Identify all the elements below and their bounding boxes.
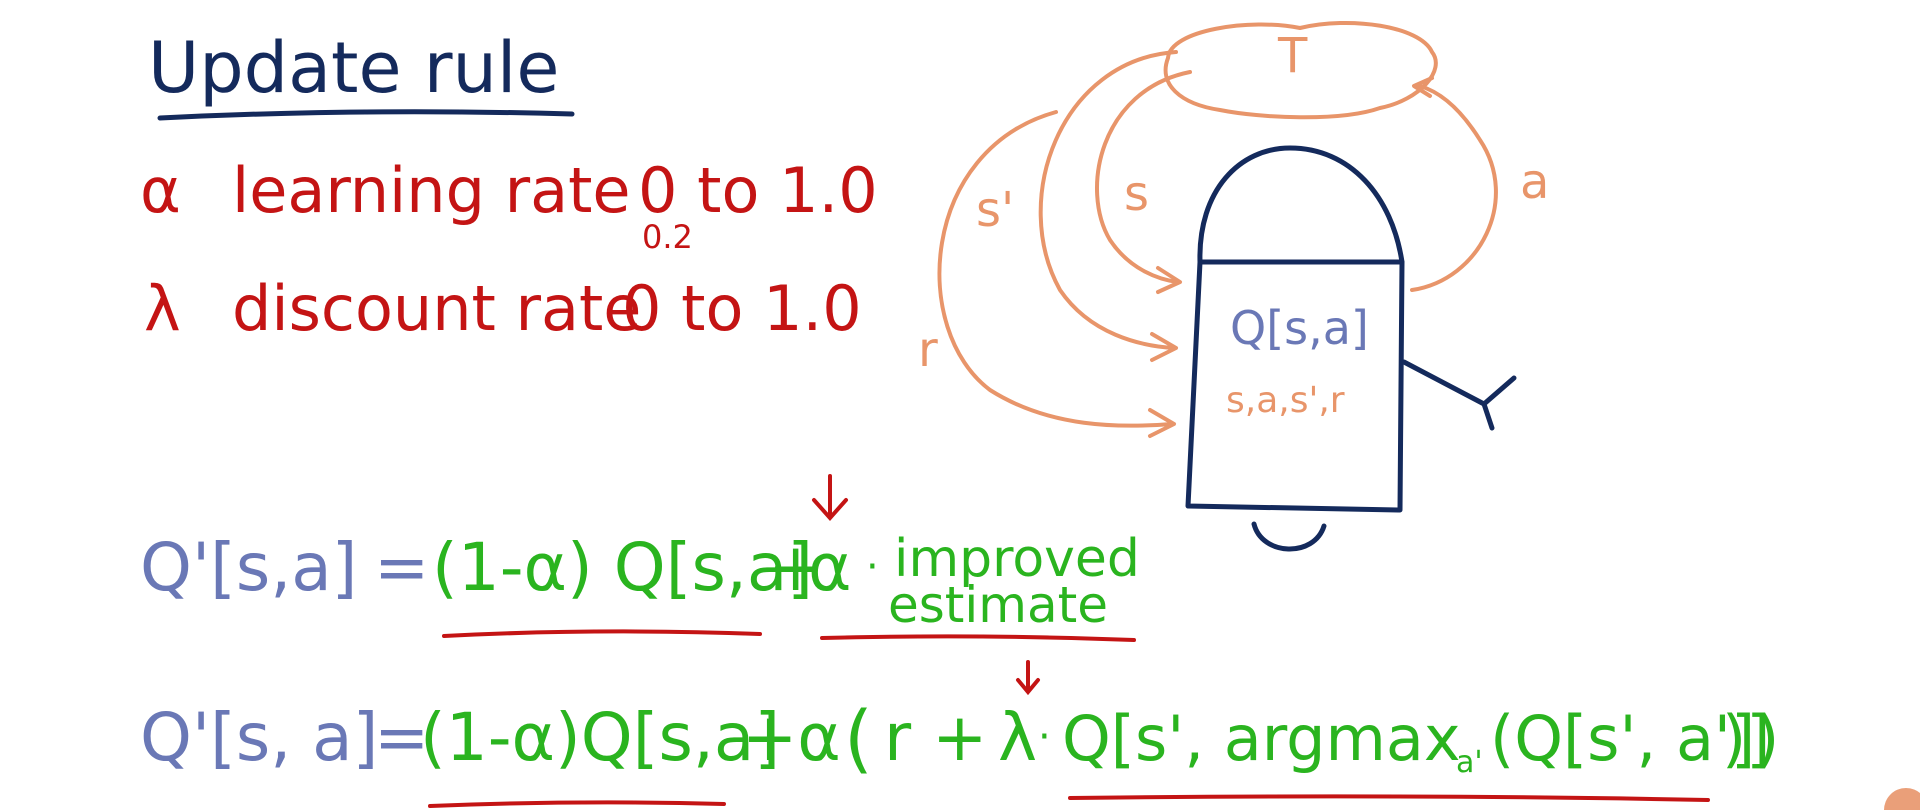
eq2-pointer-arrow xyxy=(1016,660,1040,696)
reward-label: r xyxy=(918,322,938,378)
robot-head xyxy=(1197,145,1405,265)
alpha-range: 0 to 1.0 xyxy=(638,154,878,227)
eq2-equals: = xyxy=(374,699,429,776)
robot-table-label: Q[s,a] xyxy=(1230,301,1369,355)
alpha-symbol: α xyxy=(140,154,181,227)
action-arrow xyxy=(1410,84,1498,292)
eq1-improved: improved xyxy=(894,529,1140,589)
eq2-plus-alpha: +α xyxy=(742,699,841,776)
eq1-term1-underline xyxy=(442,629,762,638)
eq2-future-tail: (Q[s', a']) xyxy=(1490,702,1779,775)
eq2-subscript: a' xyxy=(1456,745,1483,780)
eq1-term1: (1-α) Q[s,a] xyxy=(432,529,813,606)
eq2-term1-underline xyxy=(428,800,726,808)
eq2-future: Q[s', argmax xyxy=(1062,702,1461,775)
eq2-future-underline xyxy=(1068,794,1710,802)
gamma-name: discount rate xyxy=(232,272,641,345)
eq1-estimate: estimate xyxy=(888,576,1108,634)
next-state-arrow xyxy=(1038,50,1178,350)
equation-2: Q'[s, a] = (1-α)Q[s,a] +α ( r + λ · Q[s'… xyxy=(140,660,1779,808)
reward-arrowhead xyxy=(1148,408,1176,438)
eq1-equals: = xyxy=(374,529,429,606)
action-arrowhead xyxy=(1412,76,1434,98)
state-arrow xyxy=(1095,70,1192,284)
eq1-alpha: α xyxy=(808,529,852,606)
alpha-example: 0.2 xyxy=(642,218,693,256)
robot-body xyxy=(1185,259,1405,513)
eq2-r-plus: r + xyxy=(884,699,987,776)
eq1-pointer-arrow xyxy=(812,474,848,522)
next-state-arrowhead xyxy=(1150,332,1178,362)
params-group: α learning rate 0 to 1.0 0.2 λ discount … xyxy=(140,154,878,345)
title: Update rule xyxy=(148,27,559,109)
environment-label: T xyxy=(1277,28,1308,84)
equation-1: Q'[s,a] = (1-α) Q[s,a] + α · improved es… xyxy=(140,474,1140,642)
eq1-estimate-underline xyxy=(820,634,1136,642)
eq1-lhs: Q'[s,a] xyxy=(140,529,357,606)
title-underline xyxy=(157,109,575,121)
next-state-label: s' xyxy=(976,182,1014,238)
eq2-gamma: λ xyxy=(998,699,1037,776)
robot-tuple-label: s,a,s',r xyxy=(1226,380,1345,421)
alpha-name: learning rate xyxy=(232,154,631,227)
state-arrowhead xyxy=(1156,266,1182,294)
eq2-open-paren: ( xyxy=(844,696,873,782)
eq1-plus: + xyxy=(768,529,823,606)
eq2-dot: · xyxy=(1038,714,1051,760)
eq2-close: )] xyxy=(1722,702,1770,775)
gamma-symbol: λ xyxy=(144,272,181,345)
environment-cloud xyxy=(1163,20,1438,120)
gamma-range: 0 to 1.0 xyxy=(622,272,862,345)
robot-wheel xyxy=(1251,521,1327,552)
title-group: Update rule xyxy=(148,27,575,121)
eq1-dot: · xyxy=(866,544,879,590)
reward-arrow xyxy=(937,110,1174,428)
eq2-term1: (1-α)Q[s,a] xyxy=(420,699,780,776)
corner-dot xyxy=(1884,788,1920,810)
action-label: a xyxy=(1520,154,1549,210)
robot-arm xyxy=(1401,359,1517,431)
eq2-lhs: Q'[s, a] xyxy=(140,699,378,776)
agent-diagram: T Q[s,a] s,a,s',r a s s' r xyxy=(918,20,1549,552)
state-label: s xyxy=(1124,166,1149,222)
